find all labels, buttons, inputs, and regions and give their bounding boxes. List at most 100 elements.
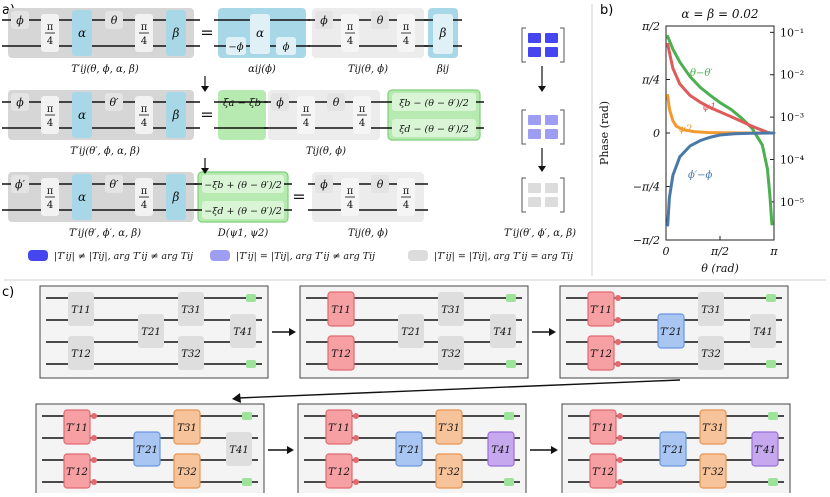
row1-T-gate-2 — [371, 11, 389, 29]
row3-T-gate-label-2: θ — [377, 178, 384, 191]
mesh-1-gate-2 — [178, 292, 204, 326]
mesh-3-gate-label-3: T41 — [753, 327, 772, 338]
row2-green-top: ξb − (θ − θ′)/2 — [399, 98, 469, 109]
row1-left-gate-label-0: ϕ — [16, 14, 24, 27]
legend-swatch-1 — [210, 250, 230, 261]
y2-tick-label-3: 10⁻⁴ — [780, 153, 805, 166]
row3-left-gate-pi-1: π — [47, 186, 54, 197]
row2-left-gate-5 — [166, 92, 186, 138]
row3-left-gate-pi-4: π — [141, 186, 148, 197]
matrix-1-cell-21 — [528, 47, 541, 57]
mesh-3-gate-0 — [587, 291, 615, 327]
mesh-2-gate-4 — [327, 335, 355, 371]
matrix-3-bracket-left — [521, 177, 526, 213]
mesh-3-gate-3 — [750, 314, 776, 348]
mesh-4-gate-label-1: T′21 — [136, 445, 158, 456]
annot-green: θ−θ′ — [690, 68, 713, 79]
matrix-3-bracket-right — [560, 177, 565, 213]
chart-xlabel: θ (rad) — [701, 262, 739, 275]
mesh-6-psi-marker-4-0 — [617, 457, 623, 463]
row3-label-T: Tij(θ, ϕ) — [348, 228, 388, 239]
matrix-2-cell-11 — [528, 115, 541, 125]
row1-left-gate-label-3: θ — [111, 14, 118, 27]
row1-equals: = — [200, 23, 213, 42]
mesh-4-gate-label-3: T41 — [229, 445, 248, 456]
mesh-5-gate-4 — [325, 453, 353, 489]
row2-green-left-label: ξa − ξb — [223, 98, 261, 109]
mesh-5-gate-2 — [435, 409, 463, 445]
mesh-6-output-3 — [768, 478, 778, 486]
mesh-3-gate-1 — [657, 313, 685, 349]
legend-text-0: |T′ij| ≠ |Tij|, arg T′ij ≠ arg Tij — [54, 251, 193, 262]
row3-T-gate-pi-3: π — [403, 186, 410, 197]
row2-left-gate-2 — [72, 92, 92, 138]
mesh-1-gate-label-4: T12 — [71, 349, 90, 360]
matrix-1 — [521, 27, 565, 63]
row3-T-gate-pi-1: π — [347, 186, 354, 197]
row1-left-gate-four-4: 4 — [141, 36, 147, 47]
mesh-6-gate-1 — [659, 431, 687, 467]
row1-alpha-alpha — [250, 14, 270, 54]
row1-beta: β — [424, 8, 462, 58]
mesh-4-gate-5 — [173, 453, 201, 489]
row2-green-left: ξa − ξb — [218, 90, 266, 140]
row2-left-gate-pi-1: π — [47, 104, 54, 115]
mesh-6-psi-marker-4-1 — [617, 479, 623, 485]
row1-left-gate-3 — [105, 11, 123, 29]
mesh-5-psi-marker-4-1 — [353, 479, 359, 485]
row2-green-bottom-box — [392, 119, 476, 137]
row3-T-gate-four-1: 4 — [347, 200, 353, 211]
mesh-4-gate-label-0: T′11 — [66, 423, 88, 434]
mesh-3-output-3 — [766, 360, 776, 368]
x-tick-label-2: π — [769, 245, 778, 258]
annot-orange: ψ2 — [678, 124, 692, 135]
row2-left-gate-pi-4: π — [141, 104, 148, 115]
row1-T-gate-pi-1: π — [347, 22, 354, 33]
y2-tick-label-0: 10⁻¹ — [780, 26, 804, 39]
y-tick-label-3: π/4 — [641, 74, 660, 87]
row1-T-gate-label-0: ϕ — [320, 14, 328, 27]
mesh-6-gate-label-1: T′21 — [662, 445, 684, 456]
mesh-5-gate-1 — [395, 431, 423, 467]
row2-T-gate-2 — [327, 93, 345, 111]
row3-label-D: D(ψ1, ψ2) — [217, 228, 269, 239]
mesh-2-gate-label-1: T21 — [401, 327, 420, 338]
row2-label-T: Tij(θ, ϕ) — [306, 146, 346, 157]
mesh-1-gate-0 — [68, 292, 94, 326]
row1-left-gate-pi-4: π — [141, 22, 148, 33]
row2-T-gate-pi-1: π — [303, 104, 310, 115]
row2-left-gate-label-0: ϕ — [16, 96, 24, 109]
matrix-3-cell-21 — [528, 197, 541, 207]
y-tick-label-1: −π/4 — [633, 181, 660, 194]
row1-alpha-phi — [276, 37, 296, 55]
chart-ylabel: Phase (rad) — [598, 101, 611, 165]
row2-T-gate-four-1: 4 — [303, 118, 309, 129]
mesh-2-gate-label-2: T31 — [441, 305, 460, 316]
mesh-5-output-3 — [504, 478, 514, 486]
mesh-2-output-0 — [506, 294, 516, 302]
mesh-3-gate-label-4: T′12 — [590, 349, 612, 360]
annot-blue: ϕ′−ϕ — [688, 170, 712, 181]
mesh-2-gate-label-0: T11 — [331, 305, 350, 316]
mesh-2-gate-5 — [438, 336, 464, 370]
mesh-1-gate-label-0: T11 — [71, 305, 90, 316]
matrix-1-cell-12 — [545, 33, 558, 43]
mesh-6-gate-2 — [699, 409, 727, 445]
row1-left-gate-label-2: α — [78, 26, 86, 40]
matrix-3-cell-12 — [545, 183, 558, 193]
mesh-5-gate-0 — [325, 409, 353, 445]
mesh-3-gate-5 — [698, 336, 724, 370]
mesh-4-gate-4 — [63, 453, 91, 489]
mesh-1-gate-label-5: T32 — [181, 349, 200, 360]
row3-green: −ξb + (θ − θ′)/2−ξd + (θ − θ′)/2 — [194, 171, 292, 223]
mesh-6-output-0 — [768, 412, 778, 420]
mesh-4-psi-marker-4-0 — [91, 457, 97, 463]
matrix-1-bracket-left — [521, 27, 526, 63]
